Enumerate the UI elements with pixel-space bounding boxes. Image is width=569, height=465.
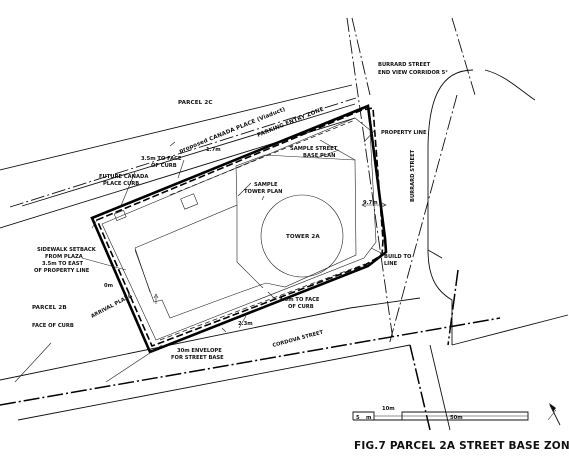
envelope-label-1: 30m ENVELOPE [177,348,222,354]
scale-label-50: 50m [450,415,463,421]
tower-2a [260,194,344,278]
future-curb-label-2: PLACE CURB [103,181,139,187]
tower-label: TOWER 2A [286,234,320,240]
parcel-2b-label: PARCEL 2B [32,305,67,311]
scale-label-10: 10m [382,406,395,412]
sidewalk-label-3: 3.5m TO EAST [42,261,83,267]
scale-bar: 5 m 10m 50m [352,406,529,421]
view-corridor-label-2: END VIEW CORRIDOR 5° [378,70,448,76]
build-to-label-1: BUILD TO [384,254,412,260]
scale-label-5: 5 [356,415,360,421]
parcel-boundary [90,104,388,354]
burrard-street [346,17,569,431]
build-to-label-2: LINE [384,261,398,267]
parcel-2c-label: PARCEL 2C [178,100,213,106]
north-arrow-icon [547,403,561,426]
dim-0m-label: 0m [104,283,113,289]
sample-street-label-2: BASE PLAN [303,153,336,159]
cordova-street [0,297,501,421]
figure-caption: FIG.7 PARCEL 2A STREET BASE ZONE [354,440,569,452]
burrard-street-label: BURRARD STREET [410,149,416,202]
sidewalk-label-4: OF PROPERTY LINE [34,268,90,274]
property-line-label: PROPERTY LINE [381,130,427,136]
sample-tower-label-1: SAMPLE [254,182,278,188]
sample-tower-label-2: TOWER PLAN [244,189,282,195]
face-curb-bot-label-2: OF CURB [288,304,314,310]
face-curb-bot-label-1: 3.5m TO FACE [279,297,320,303]
leader-lines [14,129,382,383]
envelope-label-2: FOR STREET BASE [171,355,224,361]
view-corridor-label-1: BURRARD STREET [378,62,431,68]
dim-9-7-label: 9.7m [363,200,378,206]
face-curb-top-label-2: OF CURB [151,163,177,169]
dimension-markers [91,141,387,333]
face-curb-top-label-1: 3.5m TO FACE [141,156,182,162]
parking-entry-label: PARKING ENTRY ZONE [257,107,325,139]
cordova-street-label: CORDOVA STREET [272,330,324,349]
face-of-curb-label: FACE OF CURB [32,323,74,329]
future-curb-label-1: FUTURE CANADA [99,174,148,180]
dim-1-7-label: 1.7m [206,147,221,153]
arrival-plaza-label: ARRIVAL PLAZA [90,293,133,320]
sidewalk-label-2: FROM PLAZA [45,254,83,260]
scale-label-m: m [366,415,371,421]
street-base-plan [113,139,357,319]
sidewalk-label-1: SIDEWALK SETBACK [37,247,97,253]
dim-2-3-label: 2.3m [238,321,253,327]
sample-street-label-1: SAMPLE STREET [290,146,338,152]
